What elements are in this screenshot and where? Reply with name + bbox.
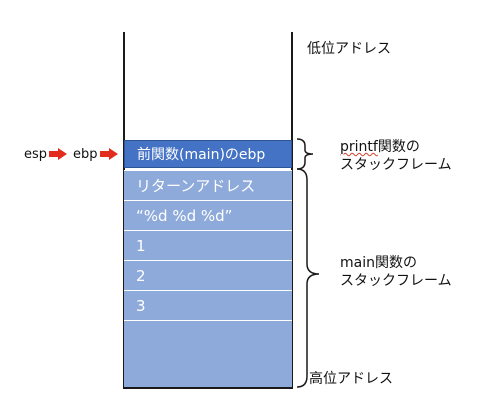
main-frame-label: main関数の スタックフレーム — [340, 254, 452, 290]
main-frame-line1: main関数の — [340, 255, 417, 271]
stack-cell-saved-ebp: 前関数(main)のebp — [124, 140, 292, 168]
stack-cell-arg-2: 2 — [124, 260, 292, 290]
register-pointers: esp ebp — [24, 145, 118, 163]
stack-cell-label: リターンアドレス — [136, 177, 256, 195]
ebp-label: ebp — [73, 146, 98, 162]
main-frame-brace — [296, 168, 320, 388]
stack-cell-label: 2 — [136, 266, 146, 285]
stack-cell-label: 1 — [136, 236, 146, 255]
stack-cell-arg-3: 3 — [124, 290, 292, 320]
stack-cell-label: 3 — [136, 296, 146, 315]
ebp-arrow-icon — [99, 148, 118, 160]
high-address-label: 高位アドレス — [309, 371, 393, 387]
esp-arrow-icon — [49, 148, 68, 160]
stack-cell-label: “%d %d %d” — [136, 206, 233, 225]
main-frame-line2: スタックフレーム — [340, 273, 452, 289]
printf-frame-line2: スタックフレーム — [340, 157, 452, 173]
stack-cell-format-string: “%d %d %d” — [124, 200, 292, 230]
printf-word: printf — [340, 139, 378, 155]
stack-cell-label: 前関数(main)のebp — [137, 147, 266, 163]
printf-suffix: 関数の — [377, 139, 420, 155]
stack-cell-arg-1: 1 — [124, 230, 292, 260]
stack-cell-return-address: リターンアドレス — [124, 170, 292, 200]
esp-label: esp — [24, 146, 48, 162]
stack-cell-empty — [124, 320, 292, 388]
printf-frame-brace — [296, 138, 314, 170]
printf-frame-label: printf関数の スタックフレーム — [340, 138, 452, 174]
stack-bottom-edge — [123, 387, 293, 389]
stack-right-wall — [291, 32, 293, 388]
low-address-label: 低位アドレス — [307, 41, 391, 57]
